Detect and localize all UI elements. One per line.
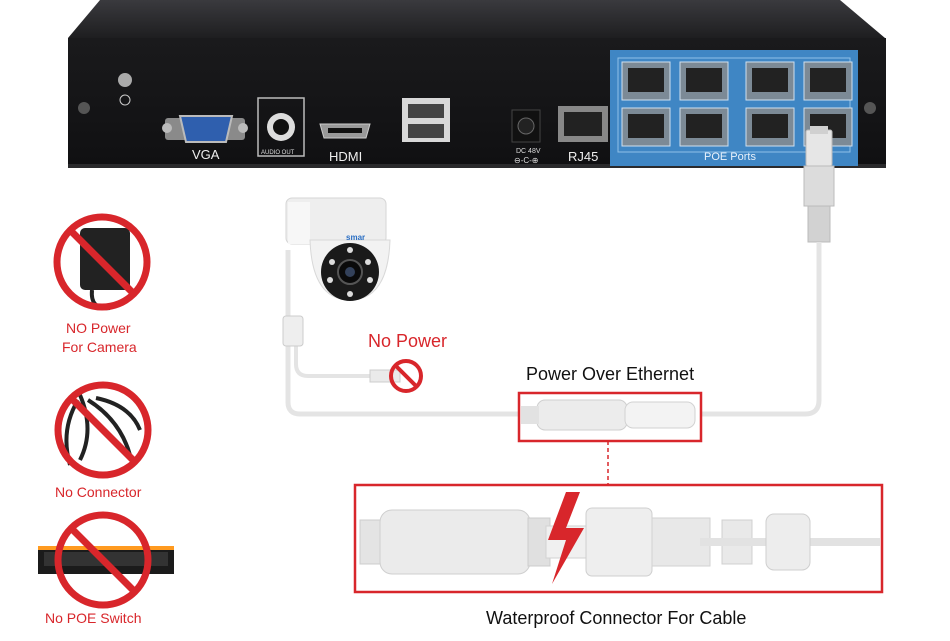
poe-label: Power Over Ethernet <box>526 364 694 385</box>
rj45-plug-icon <box>804 126 834 242</box>
camera-brand-label: smar <box>346 233 365 242</box>
no-power-camera-line2: For Camera <box>62 339 137 355</box>
waterproof-label: Waterproof Connector For Cable <box>486 608 746 629</box>
no-power-label: No Power <box>368 331 447 352</box>
no-connector-label: No Connector <box>55 484 141 500</box>
poe-connector-icon <box>521 400 695 430</box>
dc-plug-icon <box>370 370 400 382</box>
no-poe-switch-label: No POE Switch <box>45 610 141 626</box>
no-power-camera-line1: NO Power <box>66 320 131 336</box>
poe-switch-icon <box>38 515 174 605</box>
power-adapter-icon <box>57 217 147 308</box>
cable-strain-relief-icon <box>283 316 303 346</box>
splitter-cable-icon <box>58 385 148 475</box>
ptz-camera-icon <box>286 198 390 301</box>
waterproof-connector-icon <box>360 508 880 576</box>
